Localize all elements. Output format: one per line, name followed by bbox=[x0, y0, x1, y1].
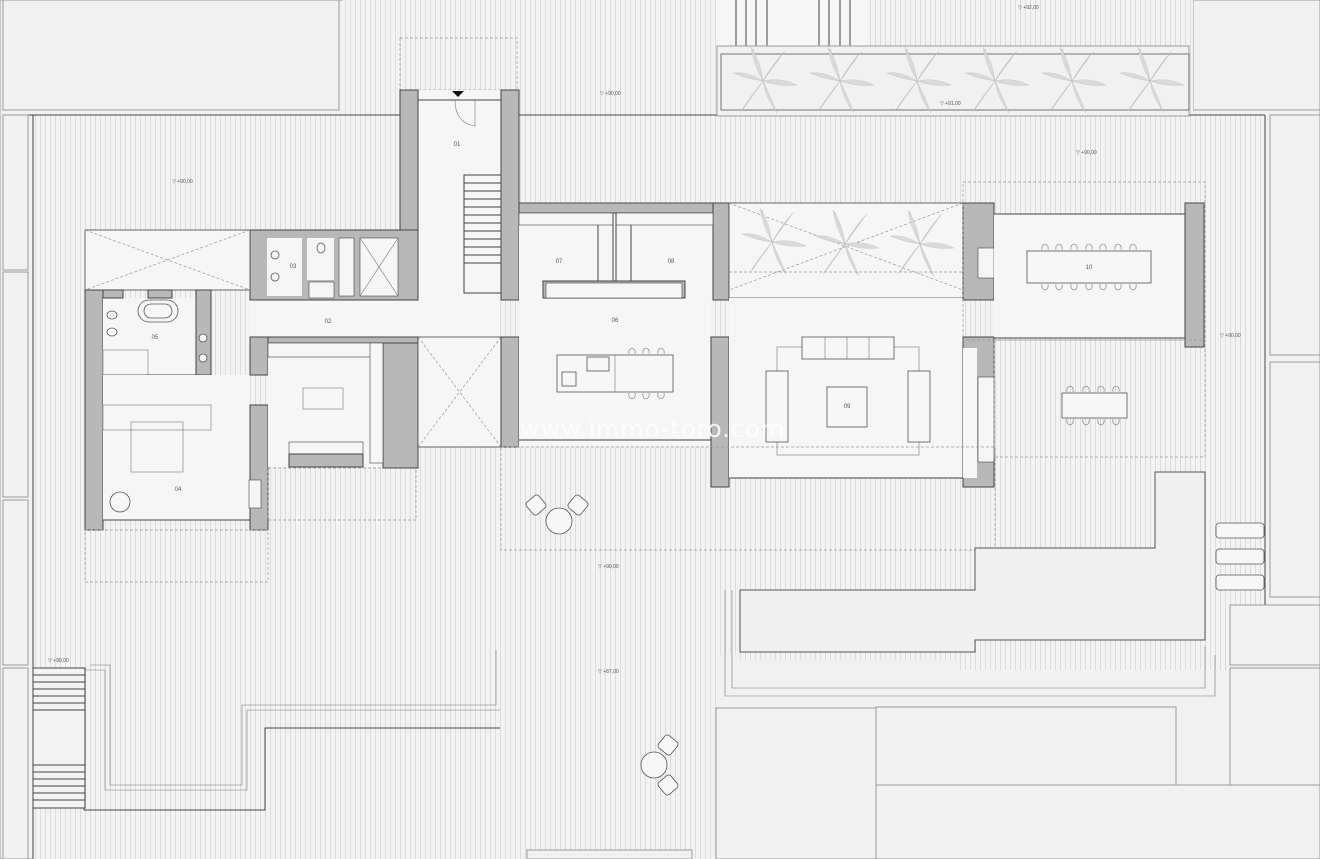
wall bbox=[84, 289, 104, 531]
sink-icon bbox=[561, 371, 577, 387]
room-03-wc bbox=[267, 238, 302, 296]
room-label-04: 04 bbox=[175, 487, 182, 493]
room-label-07: 07 bbox=[556, 259, 563, 265]
room-label-09: 09 bbox=[844, 404, 851, 410]
interior-stairs bbox=[463, 174, 502, 294]
gravel-strip-west-3 bbox=[2, 499, 29, 666]
gravel-strip-west-1 bbox=[2, 114, 29, 271]
elevation-marker: ▽ +90,00 bbox=[1220, 333, 1241, 339]
gravel-bed-south-2 bbox=[875, 706, 1177, 786]
svg-text:▽ +91,00: ▽ +91,00 bbox=[940, 101, 961, 107]
outdoor-lounge-set-south bbox=[640, 734, 679, 796]
elevation-marker: ▽ +92,00 bbox=[1018, 5, 1039, 11]
room-02-corridor bbox=[250, 300, 500, 337]
sink-icon bbox=[270, 250, 280, 260]
north-stair-landing bbox=[717, 0, 867, 48]
sofa-icon bbox=[801, 336, 895, 360]
room-labels: 01 02 03 04 05 06 07 08 09 10 bbox=[152, 142, 1093, 493]
elevation-marker: ▽ +90,00 bbox=[172, 179, 193, 185]
svg-text:▽ +92,00: ▽ +92,00 bbox=[1018, 5, 1039, 11]
coffee-table bbox=[826, 386, 868, 428]
elevation-marker: ▽ +90,00 bbox=[1076, 150, 1097, 156]
elevation-marker: ▽ +91,00 bbox=[940, 101, 961, 107]
sofa-icon bbox=[907, 370, 931, 443]
sofa-icon bbox=[765, 370, 789, 443]
island-icon bbox=[302, 387, 344, 410]
svg-text:▽ +90,00: ▽ +90,00 bbox=[598, 564, 619, 570]
svg-text:▽ +90,00: ▽ +90,00 bbox=[172, 179, 193, 185]
svg-text:▽ +90,00: ▽ +90,00 bbox=[600, 91, 621, 97]
armchair-icon bbox=[109, 491, 131, 513]
gravel-bed-south-3 bbox=[875, 784, 1320, 859]
south-west-stairs bbox=[32, 667, 86, 809]
sun-lounger-icons bbox=[1215, 522, 1265, 591]
bidet-icon bbox=[106, 327, 118, 337]
terrace-dining-table bbox=[1061, 392, 1128, 419]
gravel-strip-west-2 bbox=[2, 271, 29, 498]
room-label-08: 08 bbox=[668, 259, 675, 265]
lower-terrace-deck bbox=[496, 655, 716, 859]
cooktop-icon bbox=[586, 356, 610, 372]
toilet-icon bbox=[106, 310, 118, 320]
north-stairs bbox=[735, 0, 851, 46]
gravel-bed-south-1 bbox=[715, 707, 877, 859]
svg-text:▽ +90,00: ▽ +90,00 bbox=[1220, 333, 1241, 339]
elevation-marker: ▽ +90,00 bbox=[48, 658, 69, 664]
room-label-03: 03 bbox=[290, 264, 297, 270]
sink-icon bbox=[198, 353, 208, 363]
gravel-bed-north-east bbox=[1192, 0, 1320, 111]
room-label-01: 01 bbox=[454, 142, 461, 148]
gravel-strip-east-1 bbox=[1269, 114, 1320, 356]
bed-icon bbox=[130, 421, 184, 473]
room-label-02: 02 bbox=[325, 319, 332, 325]
toilet-icon bbox=[316, 242, 326, 254]
palm-planter-north bbox=[716, 45, 1190, 117]
gravel-strip-west-4 bbox=[2, 667, 29, 859]
gravel-bed-north-west bbox=[2, 0, 340, 111]
elevation-markers: ▽ +92,00 ▽ +91,00 ▽ +90,00 ▽ +90,00 ▽ +9… bbox=[48, 5, 1241, 675]
room-label-06: 06 bbox=[612, 318, 619, 324]
elevation-marker: ▽ +90,00 bbox=[598, 564, 619, 570]
sink-icon bbox=[270, 272, 280, 282]
dining-table bbox=[1026, 250, 1152, 284]
gravel-strip-east-3 bbox=[1229, 604, 1320, 666]
wall bbox=[500, 89, 520, 301]
elevation-marker: ▽ +87,00 bbox=[598, 669, 619, 675]
room-label-05: 05 bbox=[152, 335, 159, 341]
svg-text:▽ +90,00: ▽ +90,00 bbox=[1076, 150, 1097, 156]
entrance-arrow-icon bbox=[452, 91, 464, 97]
room-label-10: 10 bbox=[1086, 265, 1093, 271]
elevation-marker: ▽ +90,00 bbox=[600, 91, 621, 97]
gravel-strip-east-2 bbox=[1269, 361, 1320, 598]
svg-text:▽ +87,00: ▽ +87,00 bbox=[598, 669, 619, 675]
outdoor-lounge-set bbox=[525, 494, 589, 535]
svg-text:▽ +90,00: ▽ +90,00 bbox=[48, 658, 69, 664]
watermark: www.immo-toro.com bbox=[520, 415, 785, 443]
entrance-door[interactable] bbox=[454, 99, 476, 127]
swimming-pool bbox=[739, 471, 1206, 653]
sink-icon bbox=[198, 333, 208, 343]
patio-courtyard bbox=[728, 202, 964, 299]
